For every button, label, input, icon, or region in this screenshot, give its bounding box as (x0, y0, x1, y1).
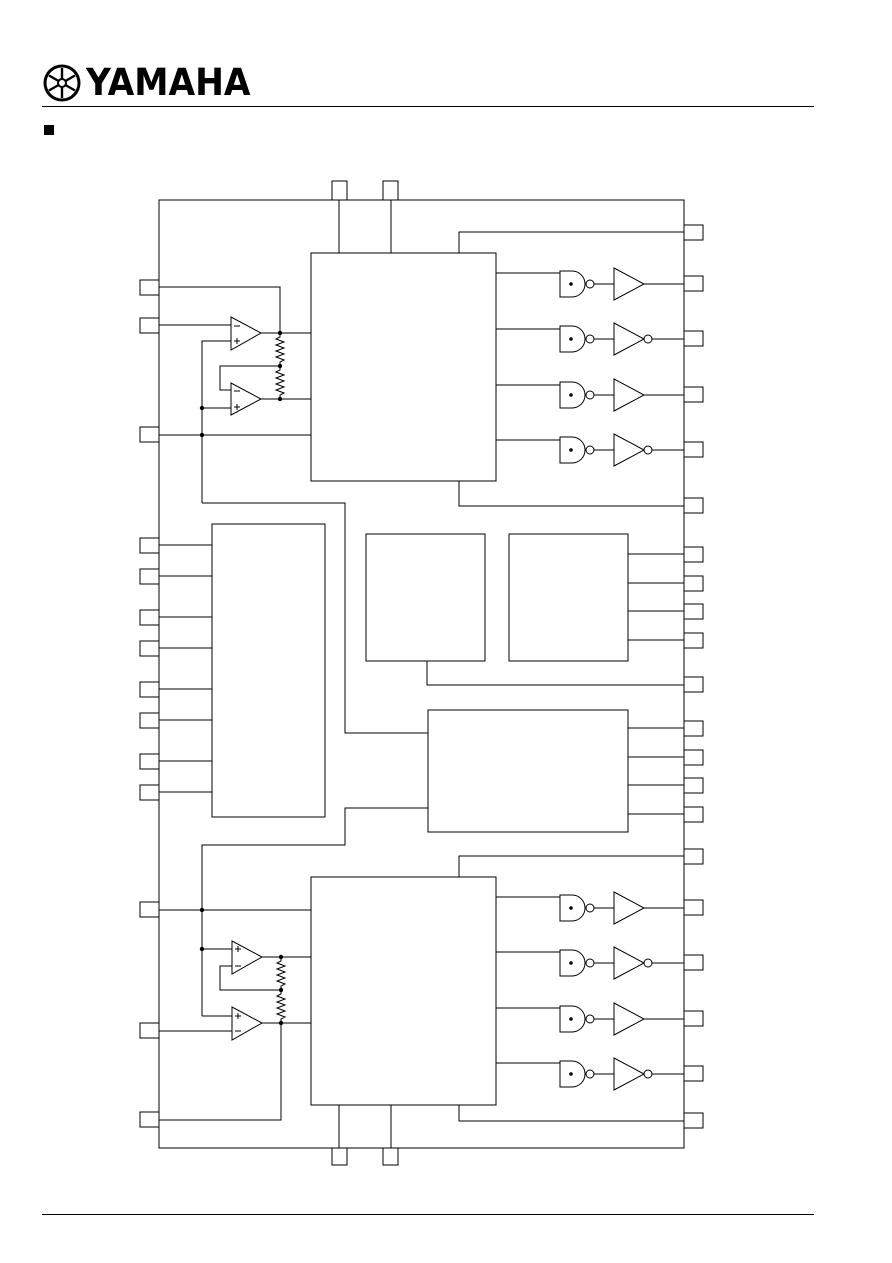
pin-right-12 (683, 720, 704, 737)
resistor-1 (274, 333, 286, 366)
pin-right-9 (683, 603, 704, 620)
pin-right-20 (683, 1065, 704, 1082)
pin-bottom-1 (331, 1147, 348, 1166)
gate-row-3 (559, 378, 684, 412)
pin-right-1 (683, 224, 704, 241)
pin-bottom-2 (382, 1147, 399, 1166)
gate-row-6 (559, 946, 684, 980)
pin-left-6 (139, 609, 160, 626)
pin-left-7 (139, 640, 160, 657)
pin-top-2 (382, 180, 399, 201)
resistor-4 (275, 990, 287, 1023)
brand-name: YAMAHA (86, 61, 251, 104)
pin-right-18 (683, 954, 704, 971)
inverter-6 (613, 946, 646, 980)
buffer-3 (613, 378, 646, 412)
pin-left-3 (139, 426, 160, 443)
pin-left-11 (139, 784, 160, 801)
pin-left-13 (139, 1022, 160, 1039)
gate-row-5 (559, 891, 684, 925)
resistor-3 (275, 957, 287, 990)
control-block-b (508, 533, 629, 662)
yamaha-logo: YAMAHA (42, 62, 263, 104)
pin-left-12 (139, 901, 160, 918)
pin-left-4 (139, 537, 160, 554)
pin-right-17 (683, 899, 704, 916)
header-divider (42, 106, 814, 107)
output-register-block (427, 709, 629, 833)
inverter-2 (613, 322, 646, 356)
pin-right-10 (683, 632, 704, 649)
input-interface-block (211, 523, 326, 818)
pin-right-3 (683, 330, 704, 347)
pin-right-11 (683, 676, 704, 693)
pin-top-1 (331, 180, 348, 201)
gate-row-2 (559, 322, 684, 356)
pin-right-5 (683, 441, 704, 458)
buffer-1 (613, 267, 646, 301)
pin-right-13 (683, 749, 704, 766)
pin-right-19 (683, 1010, 704, 1027)
op-amp-4 (231, 1006, 264, 1041)
yamaha-emblem-icon (43, 64, 81, 102)
pin-right-8 (683, 575, 704, 592)
gate-array (559, 267, 684, 1091)
pin-right-21 (683, 1112, 704, 1129)
lower-logic-block (310, 876, 497, 1106)
pin-left-9 (139, 712, 160, 729)
pin-right-16 (683, 848, 704, 865)
upper-output-gates (496, 272, 560, 441)
pin-left-14 (139, 1111, 160, 1128)
gate-row-8 (559, 1057, 684, 1091)
inverter-4 (613, 433, 646, 467)
upper-logic-block (310, 252, 497, 482)
gate-row-4 (559, 433, 684, 467)
pin-left-10 (139, 753, 160, 770)
resistor-2 (274, 366, 286, 399)
footer-divider (42, 1214, 814, 1215)
pin-left-5 (139, 568, 160, 585)
inverter-8 (613, 1057, 646, 1091)
op-amp-1 (230, 316, 263, 351)
gate-row-7 (559, 1002, 684, 1036)
pin-right-2 (683, 275, 704, 292)
pin-right-7 (683, 546, 704, 563)
section-bullet-icon (44, 125, 54, 135)
pin-right-15 (683, 806, 704, 823)
pin-left-1 (139, 279, 160, 296)
buffer-7 (613, 1002, 646, 1036)
pin-left-8 (139, 681, 160, 698)
gate-row-1 (559, 267, 684, 301)
pin-right-14 (683, 777, 704, 794)
pin-right-6 (683, 497, 704, 514)
pin-left-2 (139, 317, 160, 334)
control-block-a (365, 533, 486, 662)
pin-right-4 (683, 386, 704, 403)
buffer-5 (613, 891, 646, 925)
